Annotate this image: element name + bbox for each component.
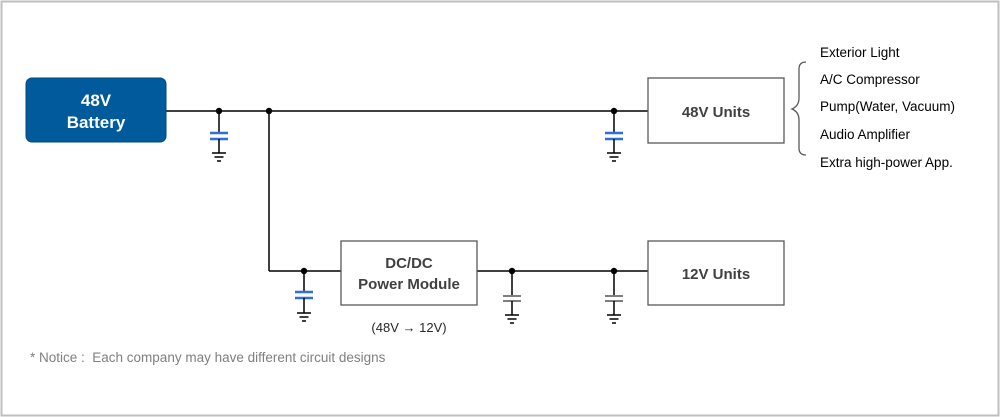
units-12v-box xyxy=(647,240,785,306)
ground-icon xyxy=(607,314,621,324)
battery-box xyxy=(25,77,167,143)
units-12v-block: 12V Units xyxy=(647,240,785,306)
ground-icon xyxy=(297,312,311,322)
load-item: Pump(Water, Vacuum) xyxy=(820,99,955,114)
junction-dot xyxy=(265,107,273,115)
battery-label-line2: Battery xyxy=(67,113,126,132)
ground-icon xyxy=(212,152,226,162)
units-48v-block: 48V Units xyxy=(647,77,785,144)
junction-dot xyxy=(610,267,618,275)
dcdc-label-line1: DC/DC xyxy=(385,255,433,272)
load-item: A/C Compressor xyxy=(820,72,920,87)
junction-dot xyxy=(215,107,223,115)
dcdc-conversion-note: (48V → 12V) xyxy=(371,320,446,335)
battery-label-line1: 48V xyxy=(81,91,112,110)
notice-text: * Notice : Each company may have differe… xyxy=(30,350,386,365)
junctions xyxy=(215,107,618,275)
dcdc-label-line2: Power Module xyxy=(358,276,460,293)
load-item: Extra high-power App. xyxy=(820,155,953,170)
ground-icon xyxy=(607,152,621,162)
battery-block: 48V Battery xyxy=(25,77,167,143)
units-48v-box xyxy=(647,77,785,144)
units-48v-label: 48V Units xyxy=(682,104,750,121)
dcdc-box xyxy=(340,240,478,306)
capacitor-icon xyxy=(295,290,313,322)
junction-dot xyxy=(300,267,308,275)
load-item: Audio Amplifier xyxy=(820,127,911,142)
junction-dot xyxy=(508,267,516,275)
units-12v-label: 12V Units xyxy=(682,266,750,283)
capacitor-icon xyxy=(503,295,521,324)
loads-brace xyxy=(790,61,807,156)
load-list: Exterior Light A/C Compressor Pump(Water… xyxy=(820,45,955,170)
load-item: Exterior Light xyxy=(820,45,900,60)
capacitor-icon xyxy=(605,131,623,162)
capacitor-icon xyxy=(210,131,228,162)
ground-icon xyxy=(505,314,519,324)
wires xyxy=(166,110,648,296)
junction-dot xyxy=(610,107,618,115)
dcdc-block: DC/DC Power Module (48V → 12V) xyxy=(340,240,478,335)
capacitor-icon xyxy=(605,295,623,324)
